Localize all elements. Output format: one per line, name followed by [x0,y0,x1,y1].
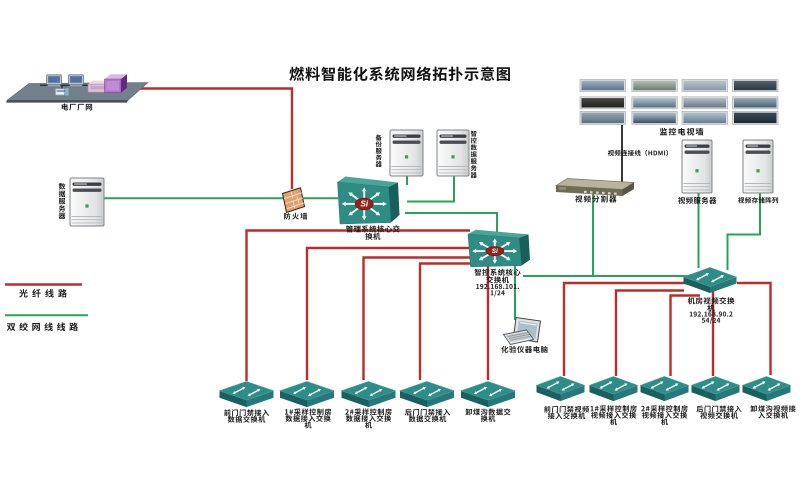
svg-text:Si: Si [492,248,498,255]
svg-text:Si: Si [360,200,368,209]
